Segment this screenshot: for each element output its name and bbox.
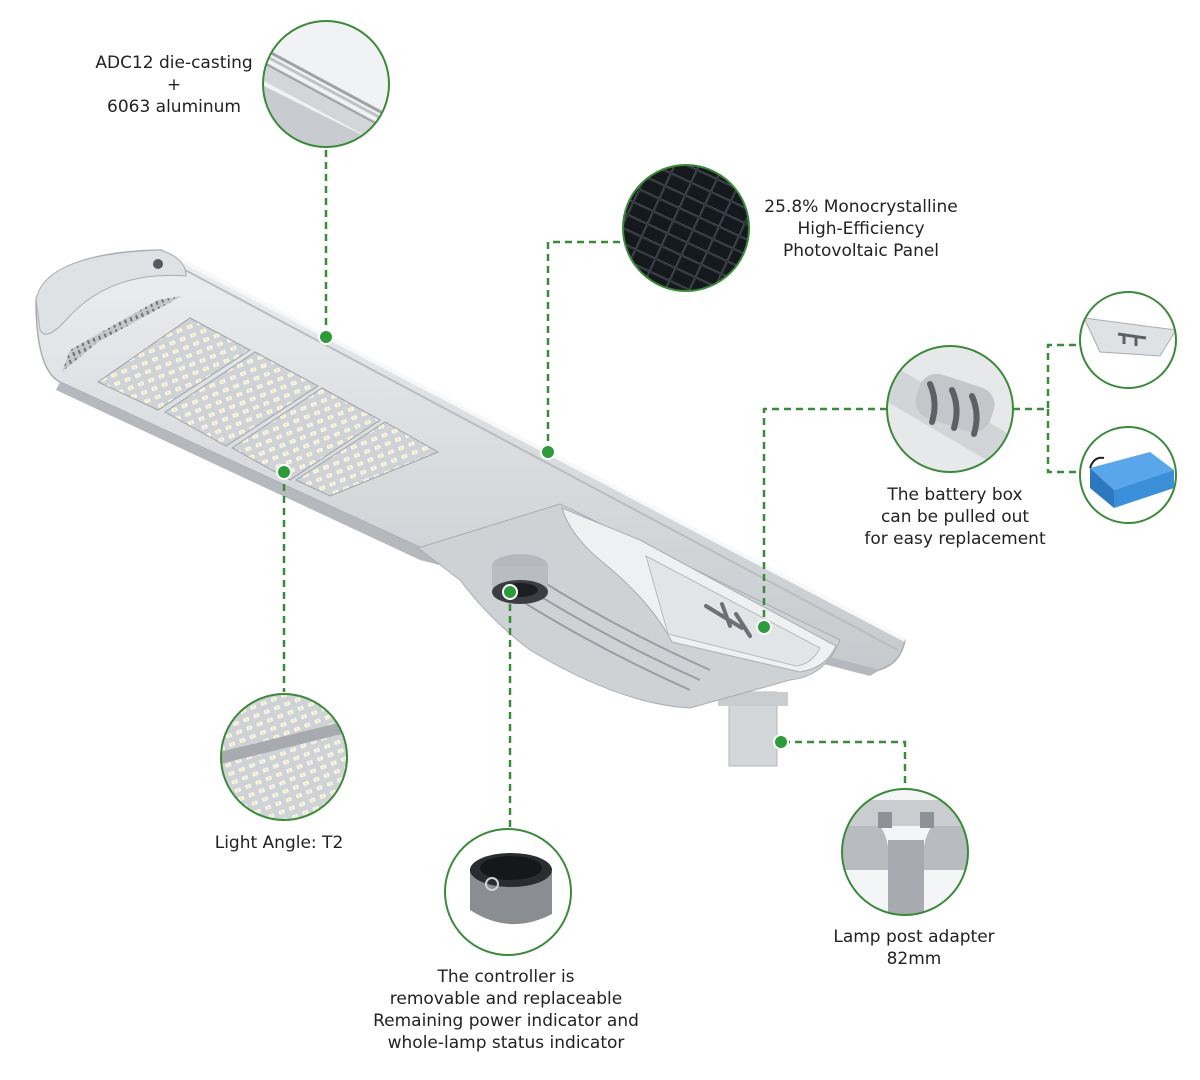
connector-battery bbox=[762, 407, 887, 626]
connector-battery-split bbox=[1013, 343, 1078, 474]
housing-detail-circle bbox=[262, 20, 390, 148]
controller-line-4: whole-lamp status indicator bbox=[387, 1033, 625, 1053]
adapter-line-1: Lamp post adapter bbox=[833, 927, 995, 947]
battery-label: The battery box can be pulled out for ea… bbox=[850, 484, 1060, 550]
adapter-line-2: 82mm bbox=[886, 949, 942, 969]
led-detail-circle bbox=[220, 693, 348, 821]
panel-detail-circle bbox=[622, 164, 750, 292]
controller-unit bbox=[492, 554, 548, 604]
panel-line-2: High-Efficiency bbox=[797, 219, 925, 239]
battery-detail-circle bbox=[886, 345, 1014, 473]
battery-line-2: can be pulled out bbox=[880, 507, 1030, 527]
housing-material-line-3: 6063 aluminum bbox=[107, 97, 241, 117]
controller-line-2: removable and replaceable bbox=[389, 989, 623, 1009]
battery-box-circle bbox=[1079, 291, 1177, 389]
anchor-dot-battery bbox=[756, 619, 772, 635]
light-angle-line-1: Light Angle: T2 bbox=[214, 833, 344, 853]
light-angle-label: Light Angle: T2 bbox=[194, 832, 364, 854]
adapter-label: Lamp post adapter 82mm bbox=[814, 926, 1014, 970]
controller-label: The controller is removable and replacea… bbox=[356, 966, 656, 1054]
connector-adapter bbox=[783, 740, 907, 787]
anchor-dot-housing bbox=[318, 329, 334, 345]
controller-line-1: The controller is bbox=[437, 967, 575, 987]
anchor-dot-controller bbox=[502, 584, 518, 600]
adapter-detail-circle bbox=[841, 788, 969, 916]
housing-material-line-1: ADC12 die-casting bbox=[95, 53, 253, 73]
anchor-dot-light-angle bbox=[276, 464, 292, 480]
housing-material-label: ADC12 die-casting + 6063 aluminum bbox=[80, 52, 268, 118]
street-lamp bbox=[35, 248, 906, 767]
battery-line-3: for easy replacement bbox=[864, 529, 1046, 549]
controller-detail-circle bbox=[444, 828, 572, 956]
led-modules bbox=[97, 317, 440, 497]
anchor-dots bbox=[276, 329, 789, 750]
controller-line-3: Remaining power indicator and bbox=[373, 1011, 639, 1031]
battery-line-1: The battery box bbox=[887, 485, 1023, 505]
panel-line-3: Photovoltaic Panel bbox=[782, 241, 940, 261]
callout-connectors bbox=[282, 150, 1078, 827]
connector-panel bbox=[546, 240, 620, 452]
housing-material-line-2: + bbox=[166, 75, 182, 95]
end-cap bbox=[35, 249, 187, 335]
anchor-dot-adapter bbox=[773, 734, 789, 750]
battery-pack-circle bbox=[1079, 426, 1177, 524]
anchor-dot-panel bbox=[540, 444, 556, 460]
panel-label: 25.8% Monocrystalline High-Efficiency Ph… bbox=[752, 196, 970, 262]
panel-line-1: 25.8% Monocrystalline bbox=[764, 197, 958, 217]
